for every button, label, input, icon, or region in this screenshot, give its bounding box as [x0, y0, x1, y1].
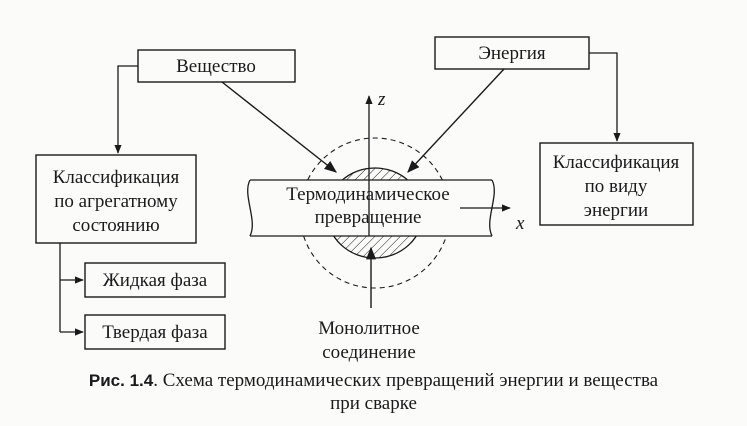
- figure-number: Рис. 1.4: [88, 371, 154, 390]
- liquid-phase-box: [84, 262, 226, 298]
- solid-phase-label: Твердая фаза: [102, 322, 208, 343]
- z-axis-label: z: [377, 89, 386, 110]
- substance-to-aggregate-arrow: [114, 65, 138, 154]
- energy-label: Энергия: [478, 43, 546, 64]
- aggregate-classification-line2: по агрегатному: [54, 191, 178, 212]
- workpiece-band-fill: [254, 180, 490, 236]
- aggregate-classification-box: [35, 154, 197, 244]
- transformation-line1: Термодинамическое: [286, 184, 449, 205]
- energy-to-zone-arrow: [407, 68, 505, 173]
- joint-line2: соединение: [322, 342, 416, 363]
- energy-classification-box: [539, 142, 694, 226]
- energy-classification-line2: по виду: [585, 176, 648, 197]
- workpiece-left-break: [247, 179, 253, 237]
- aggregate-classification-line3: состоянию: [72, 215, 159, 236]
- figure-caption-text: . Схема термодинамических превращений эн…: [153, 370, 659, 391]
- thermodynamic-diagram: Вещество Энергия Классификация по агрега…: [35, 36, 694, 363]
- energy-classification-line1: Классификация: [553, 152, 680, 173]
- figure-caption-line2: при сварке: [330, 393, 417, 414]
- substance-label: Вещество: [176, 56, 256, 77]
- transformation-line2: превращение: [315, 207, 422, 228]
- energy-classification-line3: энергии: [584, 200, 648, 221]
- liquid-phase-label: Жидкая фаза: [103, 270, 208, 291]
- energy-to-class-arrow: [589, 52, 621, 142]
- joint-line1: Монолитное: [318, 318, 420, 339]
- substance-to-zone-arrow: [221, 81, 337, 173]
- figure-caption-line1: Рис. 1.4. Схема термодинамических превра…: [0, 370, 747, 392]
- aggregate-classification-line1: Классификация: [53, 167, 180, 188]
- x-axis-label: x: [515, 213, 525, 234]
- solid-phase-box: [84, 314, 226, 350]
